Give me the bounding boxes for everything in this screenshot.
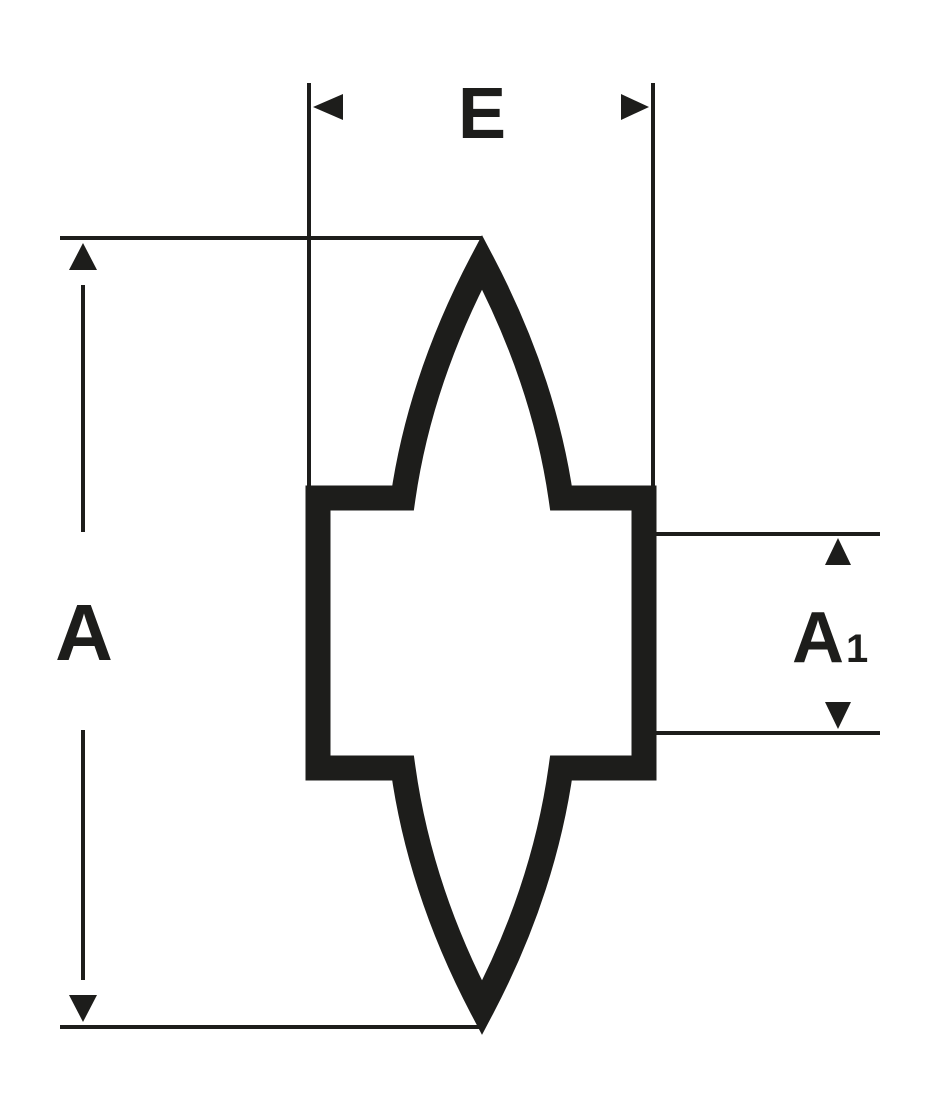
- dimension-label-a: A: [55, 588, 113, 677]
- dimension-label-e: E: [458, 74, 506, 154]
- profile-outline: [305, 235, 657, 1035]
- a1-arrow-top: [825, 538, 851, 565]
- a1-arrow-bottom: [825, 702, 851, 729]
- dimension-label-a1-subscript: 1: [846, 627, 868, 671]
- e-arrow-right: [621, 94, 649, 120]
- a-arrow-top: [69, 243, 97, 270]
- e-arrow-left: [313, 94, 343, 120]
- dimension-label-a1-main: A: [792, 598, 844, 678]
- a-arrow-bottom: [69, 995, 97, 1022]
- dimension-label-a1: A1: [792, 598, 868, 678]
